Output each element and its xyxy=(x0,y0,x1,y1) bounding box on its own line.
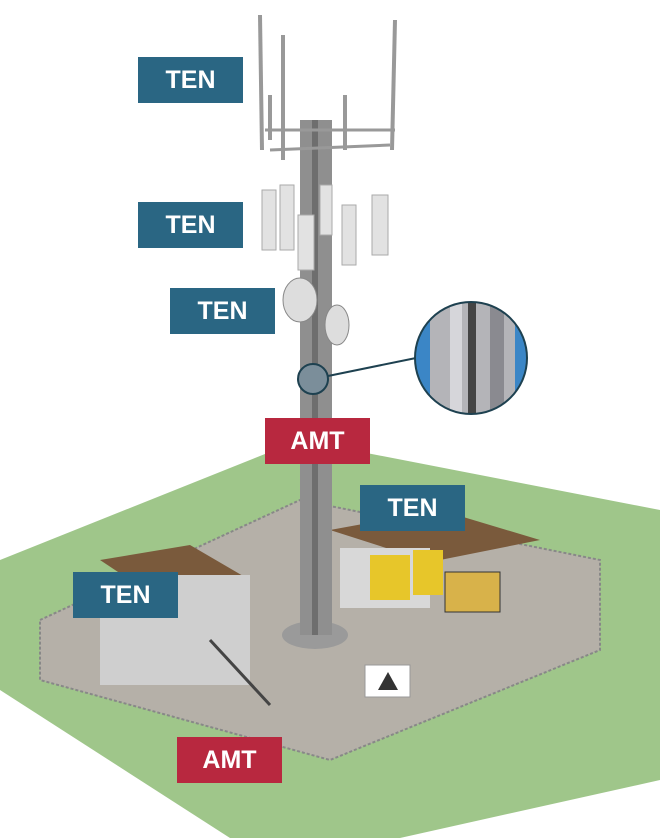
label-tower-mast: AMT xyxy=(265,418,370,464)
panel-antennas xyxy=(261,184,389,271)
label-antenna-top: TEN xyxy=(138,57,243,103)
dish-antenna xyxy=(324,304,350,346)
top-antennas xyxy=(258,14,397,160)
dish-antenna xyxy=(282,277,318,323)
label-building: TEN xyxy=(73,572,178,618)
callout-line xyxy=(327,357,417,377)
mast-detail-marker xyxy=(297,363,329,395)
label-panel-antennas: TEN xyxy=(138,202,243,248)
mast-zoom-callout xyxy=(414,301,528,415)
sign-logo-icon xyxy=(378,672,398,690)
label-dish-antennas: TEN xyxy=(170,288,275,334)
label-equipment-shelter: TEN xyxy=(360,485,465,531)
label-site-ground: AMT xyxy=(177,737,282,783)
